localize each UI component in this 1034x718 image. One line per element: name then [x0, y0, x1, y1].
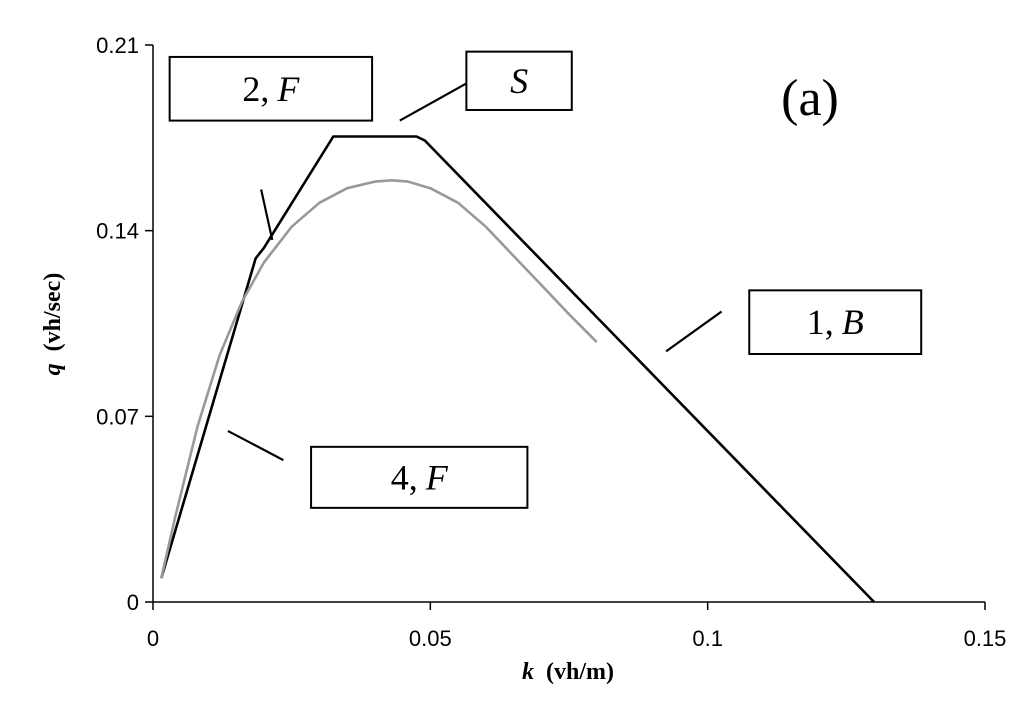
x-axis-variable: k	[522, 659, 534, 685]
y-tick-label: 0.21	[96, 33, 139, 58]
annotation-letter: F	[425, 457, 449, 497]
annotation-3: 1,B	[665, 289, 923, 356]
annotation-leader-line	[260, 189, 274, 241]
annotation-leader-line	[399, 82, 467, 122]
annotation-letter: S	[510, 61, 528, 101]
annotation-number: 1,	[807, 302, 834, 342]
annotation-leader-line	[227, 429, 284, 462]
x-axis-unit: (vh/m)	[546, 659, 614, 685]
annotation-number: 4,	[391, 457, 418, 497]
y-tick-label: 0.07	[96, 404, 139, 429]
y-axis-variable: q	[40, 363, 66, 375]
annotation-box	[168, 55, 374, 122]
annotation-leader-line	[665, 310, 723, 353]
x-tick-label: 0.1	[692, 626, 723, 651]
x-axis-title: k (vh/m)	[522, 659, 614, 685]
y-tick-label: 0.14	[96, 219, 139, 244]
y-axis-unit: (vh/sec)	[40, 273, 66, 352]
x-tick-label: 0.15	[964, 626, 1007, 651]
annotation-label: 1,B	[807, 302, 864, 342]
y-tick-label: 0	[127, 590, 139, 615]
annotation-box	[748, 289, 923, 356]
annotation-letter: F	[276, 69, 300, 109]
annotation-number: 2,	[242, 69, 269, 109]
annotation-label: 2,F	[242, 69, 300, 109]
series-line-gray	[160, 179, 598, 579]
annotation-box	[310, 445, 529, 509]
annotation-4: 4,F	[227, 429, 529, 509]
annotation-letter: B	[842, 302, 864, 342]
y-axis-title: q (vh/sec)	[40, 273, 66, 376]
annotation-label: S	[510, 61, 528, 101]
panel-label: (a)	[781, 70, 839, 127]
annotation-box	[465, 50, 573, 111]
x-tick-label: 0.05	[409, 626, 452, 651]
x-tick-label: 0	[147, 626, 159, 651]
annotation-2: S	[399, 50, 573, 122]
annotation-1: 2,F	[168, 55, 374, 241]
series-line-black	[160, 135, 876, 603]
annotation-label: 4,F	[391, 457, 449, 497]
